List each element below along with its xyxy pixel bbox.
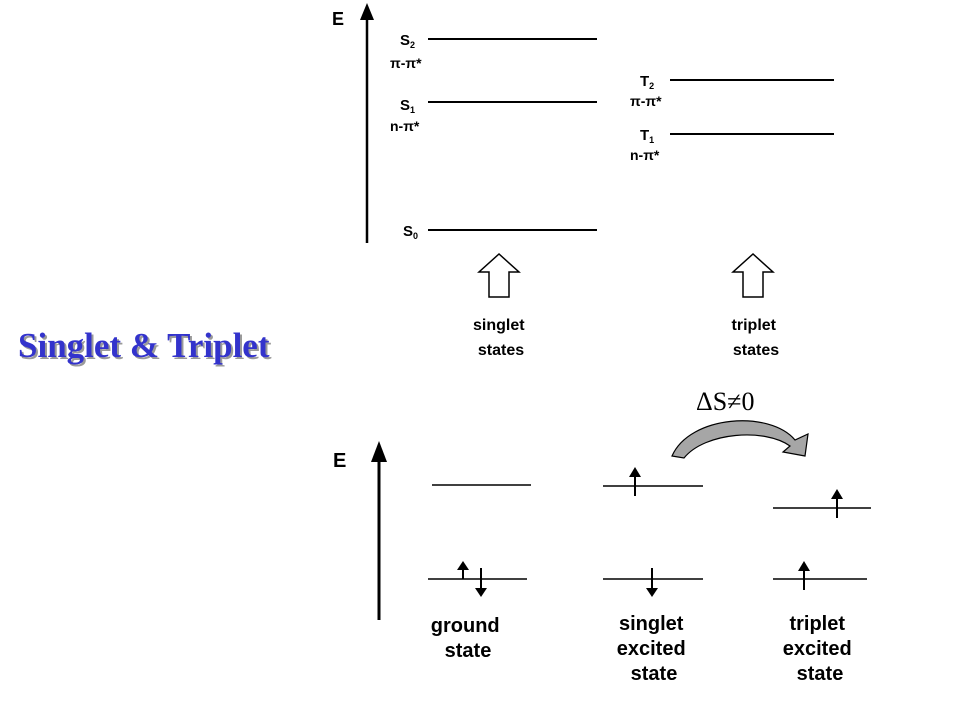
- triplet-lower-electron: [798, 561, 810, 590]
- bottom-axis-arrowhead: [371, 441, 387, 462]
- triplet-upper-electron: [831, 489, 843, 518]
- singlet-states-label: singlet states: [473, 317, 529, 359]
- bottom-energy-diagram: ΔS≠0 E: [333, 387, 871, 685]
- t1-label: T1: [640, 127, 654, 145]
- singlet-hollow-up-arrow-icon: [477, 252, 521, 298]
- singlet-lower-electron: [646, 568, 658, 597]
- t2-transition-label: π-π*: [630, 93, 662, 109]
- s2-label: S2: [400, 32, 415, 50]
- spin-up-arrow-icon: [629, 467, 641, 477]
- t1-transition-label: n-π*: [630, 147, 660, 163]
- triplet-hollow-up-arrow-icon: [731, 252, 775, 298]
- s1-label: S1: [400, 97, 415, 115]
- top-energy-diagram: E S2 π-π* S1 n-π* S0 T2 π-π* T1 n-π*: [332, 3, 834, 359]
- top-axis-label: E: [332, 9, 344, 29]
- t2-label: T2: [640, 73, 654, 91]
- singlet-upper-electron: [629, 467, 641, 496]
- s0-label: S0: [403, 223, 418, 241]
- slide-title: Singlet & Triplet: [18, 326, 270, 365]
- spin-down-arrow-icon: [475, 588, 487, 597]
- triplet-states-label: triplet states: [732, 317, 781, 359]
- singlet-excited-state-label: singlet excited state: [617, 613, 692, 685]
- bottom-axis-label: E: [333, 450, 346, 472]
- intersystem-crossing-curved-arrow-icon: [671, 420, 809, 459]
- spin-up-arrow-icon: [831, 489, 843, 499]
- s2-transition-label: π-π*: [390, 55, 422, 71]
- spin-down-arrow-icon: [646, 588, 658, 597]
- ground-electron-pair: [457, 561, 487, 597]
- spin-up-arrow-icon: [457, 561, 469, 570]
- top-axis-arrowhead: [360, 3, 374, 20]
- ground-state-label: ground state: [431, 615, 505, 662]
- spin-up-arrow-icon: [798, 561, 810, 571]
- triplet-excited-state-label: triplet excited state: [783, 613, 858, 685]
- s1-transition-label: n-π*: [390, 118, 420, 134]
- spin-change-label: ΔS≠0: [696, 387, 754, 416]
